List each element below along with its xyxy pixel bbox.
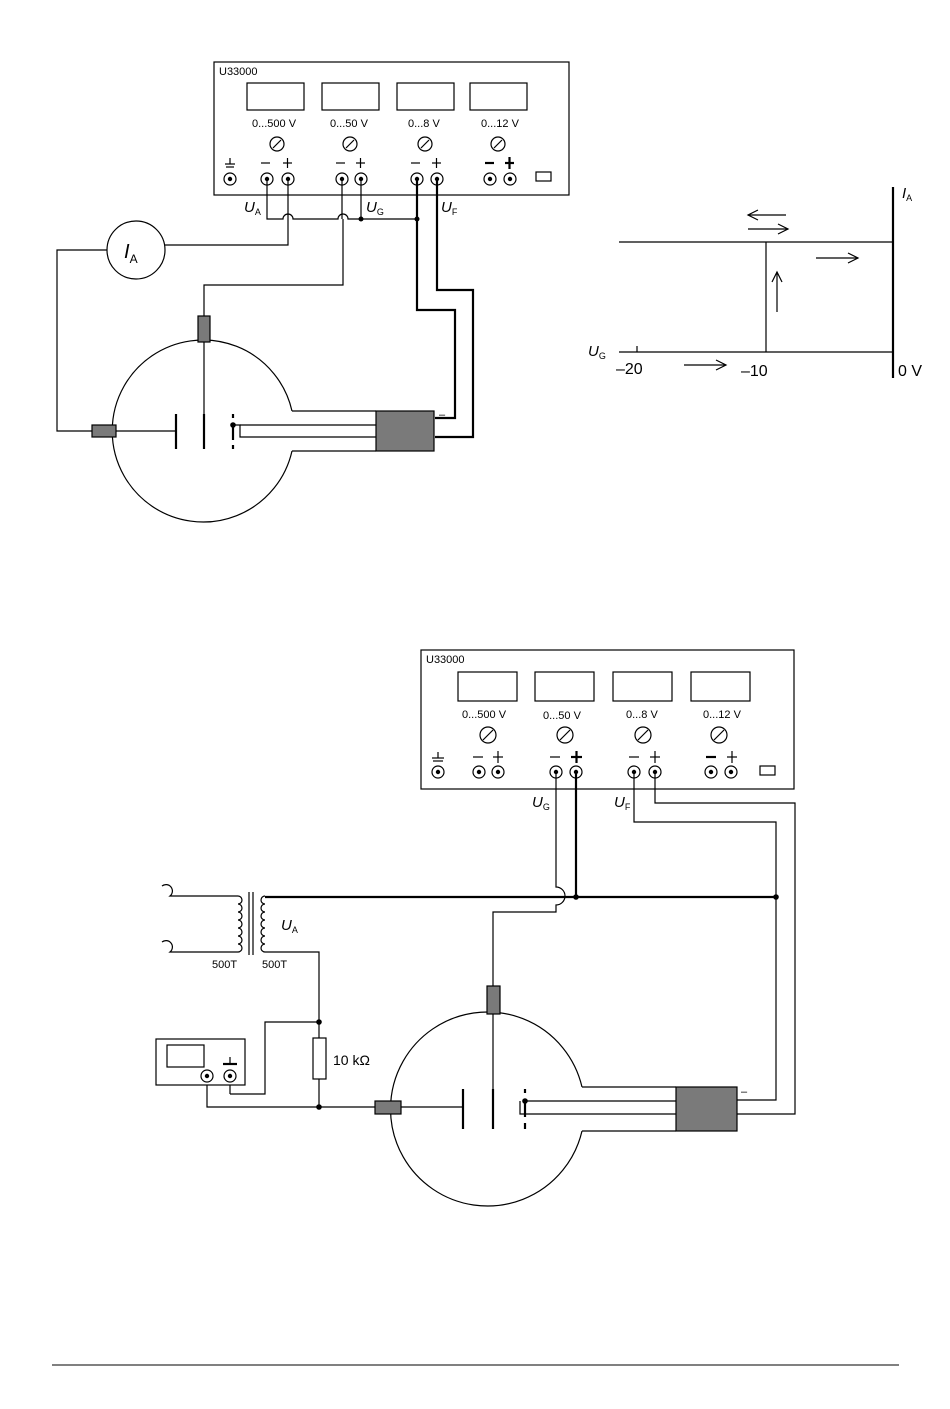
range-label-1: 0...500 V: [252, 118, 297, 130]
label-ug: UG: [366, 199, 384, 217]
power-switch[interactable]: [536, 172, 551, 181]
display-1: [247, 83, 304, 110]
arrow-right-icon: [816, 253, 858, 263]
ug-label: UG: [588, 343, 606, 361]
power-supply-2: U33000 0...500 V 0...50 V 0...8 V 0...12…: [421, 650, 794, 789]
diagram-1: U33000 0...500 V 0...50 V 0...8 V 0...12…: [57, 62, 569, 522]
range-label-3: 0...8 V: [626, 709, 658, 721]
arrow-right-icon: [748, 224, 788, 234]
display-3: [397, 83, 454, 110]
label-uf: UF: [441, 199, 458, 217]
ammeter-circle: [107, 221, 165, 279]
tick-label-minus20: –20: [616, 361, 643, 378]
oscilloscope: [156, 1039, 245, 1085]
turns-primary: 500T: [212, 959, 237, 971]
display-4: [470, 83, 527, 110]
diode-tube-2: –: [375, 986, 748, 1206]
ia-ug-graph: IA UG –20 –10 0 V: [588, 185, 922, 380]
supply-name: U33000: [426, 654, 465, 666]
tick-label-0v: 0 V: [898, 363, 922, 380]
range-label-4: 0...12 V: [481, 118, 520, 130]
resistor-value: 10 kΩ: [333, 1052, 370, 1068]
diagram-2: U33000 0...500 V 0...50 V 0...8 V 0...12…: [156, 650, 795, 1206]
label-ug: UG: [532, 794, 550, 812]
scope-screen: [167, 1045, 204, 1067]
display-4: [691, 672, 750, 701]
tube-minus-sign: –: [439, 409, 446, 421]
ammeter-label: IA: [124, 241, 138, 266]
range-label-4: 0...12 V: [703, 709, 742, 721]
turns-secondary: 500T: [262, 959, 287, 971]
grid-connector: [487, 986, 500, 1014]
tube-base: [676, 1087, 737, 1131]
range-label-3: 0...8 V: [408, 118, 440, 130]
ia-label: IA: [902, 185, 912, 203]
tick-label-minus10: –10: [741, 363, 768, 380]
label-uf: UF: [614, 794, 631, 812]
range-label-2: 0...50 V: [543, 710, 582, 722]
arrow-up-icon: [772, 272, 782, 312]
ammeter-ia: IA: [107, 221, 165, 279]
wiring-1: [57, 179, 473, 437]
diode-tube-1: –: [92, 316, 446, 522]
display-2: [535, 672, 594, 701]
tube-base: [376, 411, 434, 451]
arrow-left-icon: [748, 210, 786, 220]
resistor-body: [313, 1038, 326, 1079]
label-ua: UA: [244, 199, 261, 217]
tube-glass: [391, 1012, 582, 1206]
range-label-2: 0...50 V: [330, 118, 369, 130]
arrow-right-icon: [684, 360, 726, 370]
display-2: [322, 83, 379, 110]
resistor: 10 kΩ: [313, 1038, 370, 1079]
power-switch[interactable]: [760, 766, 775, 775]
supply-name: U33000: [219, 66, 258, 78]
display-1: [458, 672, 517, 701]
anode-connector: [375, 1101, 401, 1114]
label-ua: UA: [281, 917, 298, 935]
display-3: [613, 672, 672, 701]
tube-minus-sign: –: [741, 1086, 748, 1098]
grid-connector: [198, 316, 210, 342]
anode-connector: [92, 425, 116, 437]
wiring-2: [207, 772, 795, 1114]
power-supply-1: U33000 0...500 V 0...50 V 0...8 V 0...12…: [214, 62, 569, 195]
range-label-1: 0...500 V: [462, 709, 507, 721]
